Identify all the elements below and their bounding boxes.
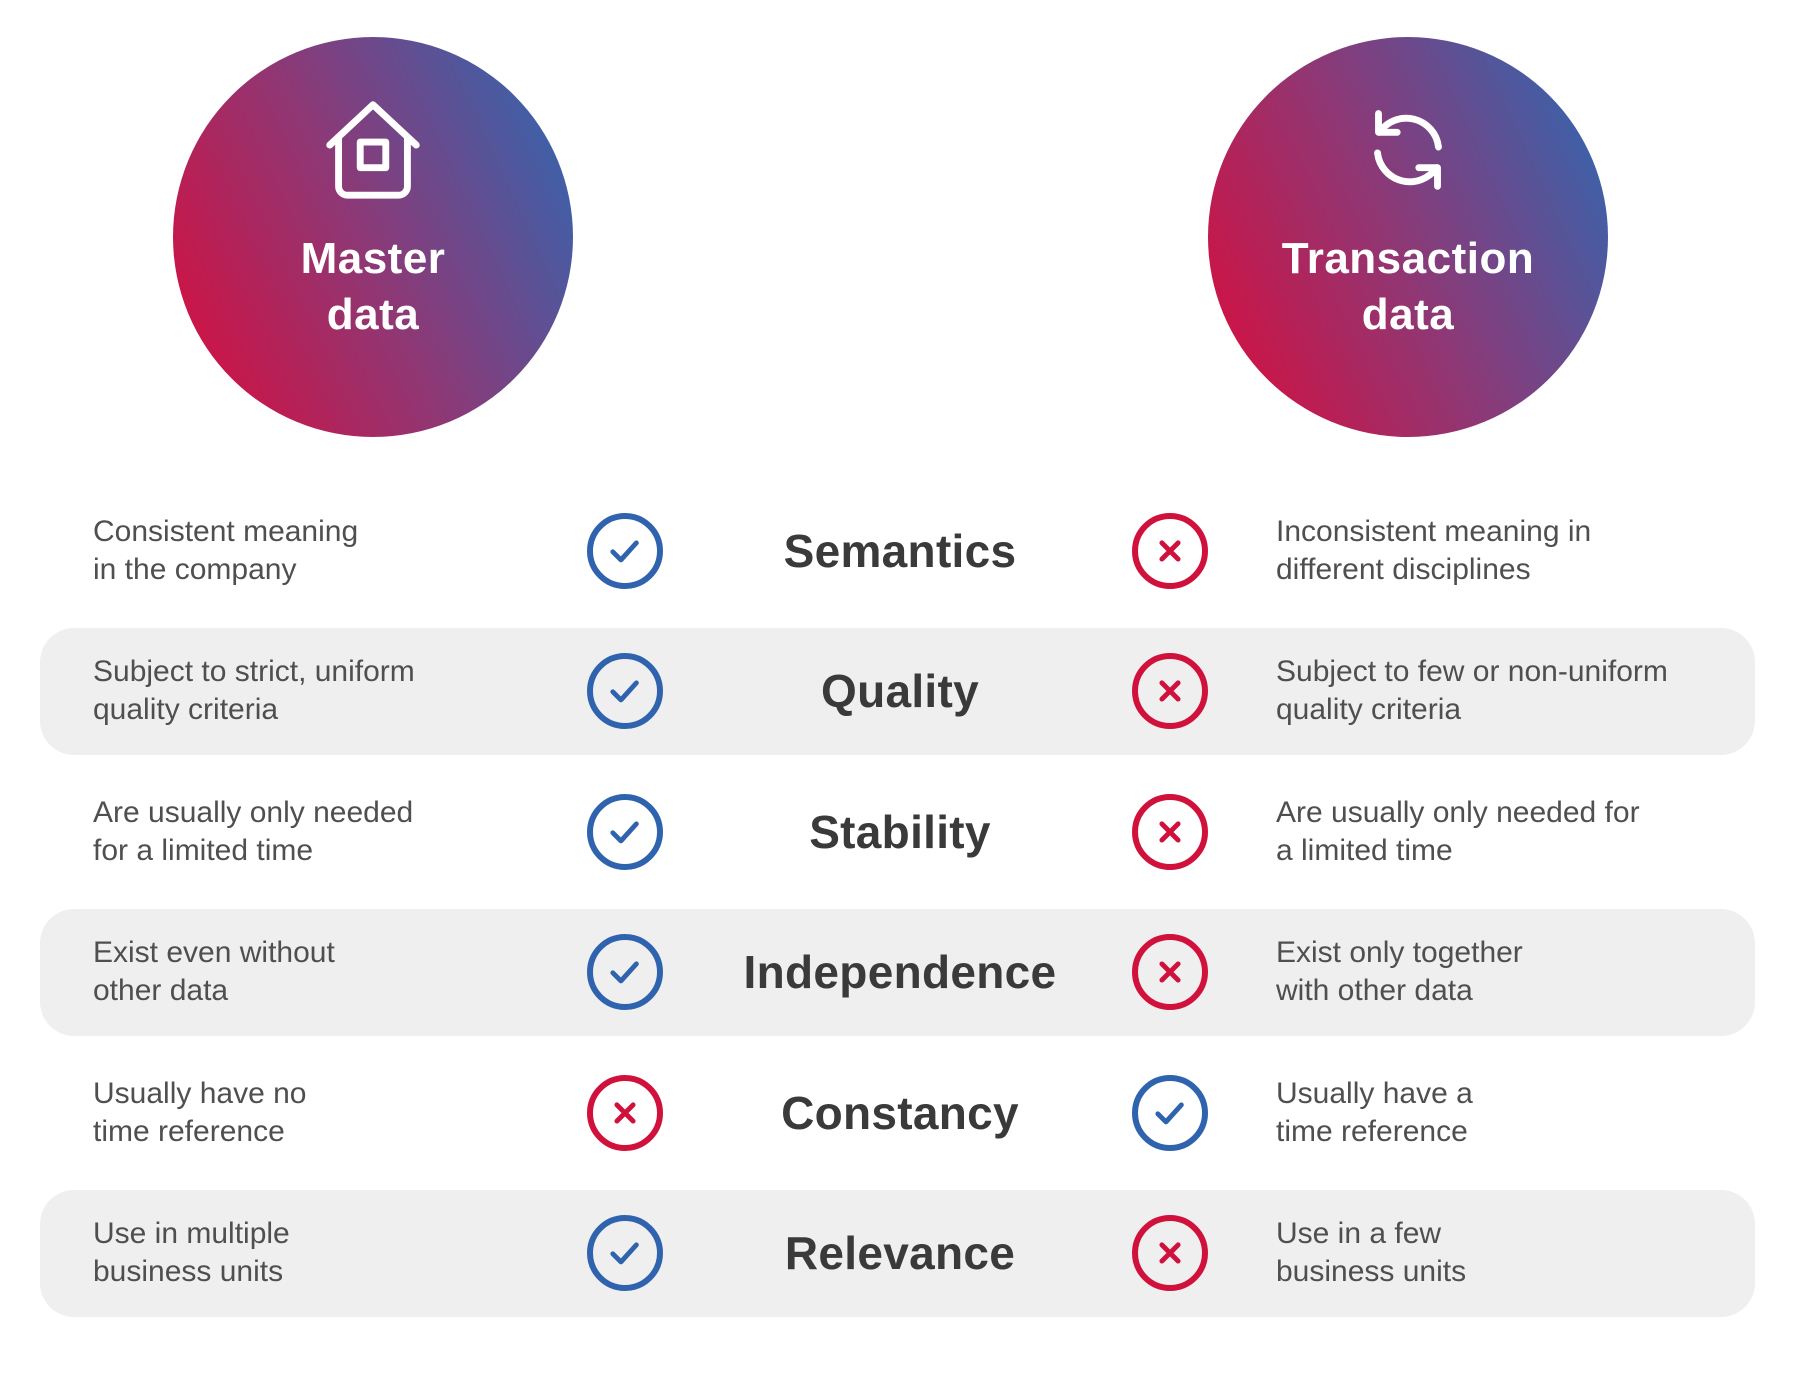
comparison-row-relevance: Use in multiple business units Relevance… <box>40 1189 1755 1317</box>
comparison-row-independence: Exist even without other data Independen… <box>40 908 1755 1036</box>
transaction-data-bubble: Transaction data <box>1208 37 1608 437</box>
transaction-attribute-text: Use in a few business units <box>1276 1217 1467 1288</box>
transaction-attribute-text: Exist only together with other data <box>1276 936 1523 1007</box>
sync-icon <box>1374 110 1442 190</box>
attribute-label: Semantics <box>783 524 1017 577</box>
cross-icon <box>1132 512 1208 589</box>
master-attribute-text: Usually have no time reference <box>93 1076 307 1148</box>
cross-icon <box>1132 793 1208 870</box>
check-icon <box>1132 1074 1208 1151</box>
house-icon <box>326 101 420 199</box>
comparison-row-constancy: Usually have no time reference Constancy… <box>40 1049 1755 1176</box>
cross-icon <box>1132 1215 1208 1291</box>
transaction-data-title: Transaction data <box>1281 234 1535 340</box>
master-data-bubble: Master data <box>173 37 573 437</box>
master-attribute-text: Are usually only needed for a limited ti… <box>93 795 414 867</box>
transaction-attribute-text: Are usually only needed for a limited ti… <box>1276 795 1640 867</box>
check-icon <box>587 934 663 1010</box>
cross-icon <box>587 1074 663 1151</box>
comparison-row-quality: Subject to strict, uniform quality crite… <box>40 627 1755 755</box>
check-icon <box>587 512 663 589</box>
transaction-attribute-text: Usually have a time reference <box>1276 1076 1473 1148</box>
attribute-label: Stability <box>809 805 991 858</box>
master-attribute-text: Subject to strict, uniform quality crite… <box>93 655 415 726</box>
transaction-attribute-text: Inconsistent meaning in different discip… <box>1276 514 1592 586</box>
attribute-label: Relevance <box>784 1227 1016 1279</box>
check-icon <box>587 1215 663 1291</box>
attribute-label: Quality <box>820 665 980 717</box>
cross-icon <box>1132 934 1208 1010</box>
check-icon <box>587 793 663 870</box>
cross-icon <box>1132 653 1208 729</box>
master-attribute-text: Use in multiple business units <box>93 1217 290 1288</box>
master-data-title: Master data <box>300 234 446 340</box>
transaction-attribute-text: Subject to few or non-uniform quality cr… <box>1276 655 1668 726</box>
attribute-label: Constancy <box>781 1086 1019 1139</box>
comparison-rows: Consistent meaning in the company Semant… <box>40 487 1755 1317</box>
master-attribute-text: Consistent meaning in the company <box>93 514 359 586</box>
master-attribute-text: Exist even without other data <box>93 936 335 1007</box>
comparison-row-stability: Are usually only needed for a limited ti… <box>40 768 1755 895</box>
check-icon <box>587 653 663 729</box>
attribute-label: Independence <box>743 946 1057 998</box>
comparison-row-semantics: Consistent meaning in the company Semant… <box>40 487 1755 614</box>
